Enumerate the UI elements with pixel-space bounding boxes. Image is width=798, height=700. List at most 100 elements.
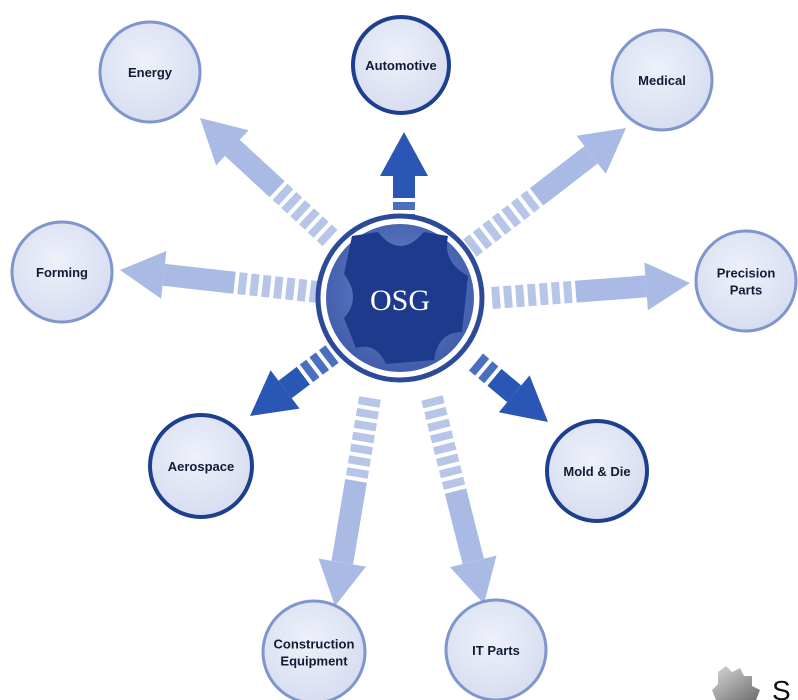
- arrow-segment: [273, 276, 284, 299]
- arrow-segment: [463, 234, 483, 257]
- arrow-segment: [357, 396, 381, 408]
- logo-text: OSG: [370, 284, 430, 317]
- node-energy[interactable]: Energy: [98, 20, 202, 124]
- arrow-segment: [563, 281, 573, 304]
- more-indicator-label: S: [772, 675, 791, 700]
- node-circle: [444, 598, 548, 700]
- arrow-segment: [319, 345, 339, 368]
- arrow-segment: [441, 476, 466, 490]
- node-label: Parts: [730, 283, 763, 298]
- arrow-head: [120, 251, 167, 299]
- arrow-segment: [520, 190, 541, 213]
- arrow-segment: [478, 361, 499, 384]
- precision-parts-arrow: [491, 262, 690, 311]
- construction-equipment-arrow: [318, 396, 381, 606]
- node-aerospace[interactable]: Aerospace: [148, 413, 254, 519]
- arrow-shaft: [224, 139, 285, 198]
- arrow-segment: [309, 352, 330, 375]
- node-forming[interactable]: Forming: [10, 220, 114, 324]
- arrow-segment: [510, 197, 531, 221]
- arrow-segment: [351, 431, 375, 444]
- energy-arrow: [200, 118, 338, 247]
- arrow-segment: [299, 208, 320, 230]
- arrow-segment: [439, 465, 463, 479]
- arrow-segment: [261, 274, 272, 298]
- arrow-head: [450, 555, 497, 604]
- node-circle: [694, 229, 798, 333]
- forming-arrow: [120, 251, 320, 303]
- arrow-head: [644, 262, 690, 311]
- node-label: Aerospace: [168, 459, 234, 474]
- arrow-shaft: [529, 146, 598, 206]
- arrow-segment: [249, 273, 260, 297]
- node-circle: [98, 20, 202, 124]
- arrow-head: [380, 132, 428, 176]
- arrow-head: [576, 128, 626, 174]
- arrow-shaft: [331, 479, 367, 565]
- arrow-segment: [349, 443, 373, 455]
- node-label: Medical: [638, 73, 686, 88]
- node-circle: [10, 220, 114, 324]
- mold-die-arrow: [469, 353, 548, 422]
- arrow-segment: [290, 200, 311, 222]
- arrow-segment: [491, 286, 501, 309]
- arrow-segment: [237, 272, 248, 295]
- node-label: Mold & Die: [563, 464, 630, 479]
- node-circle: [610, 28, 714, 132]
- arrow-segment: [285, 277, 296, 301]
- node-circle: [261, 599, 367, 700]
- arrow-segment: [539, 282, 549, 306]
- arrow-segment: [503, 285, 513, 309]
- more-indicator[interactable]: S: [712, 666, 791, 700]
- arrow-segment: [316, 224, 338, 247]
- node-it-parts[interactable]: IT Parts: [444, 598, 548, 700]
- arrow-segment: [347, 455, 371, 467]
- arrow-head: [250, 370, 300, 416]
- arrow-segment: [296, 278, 308, 302]
- arrow-segment: [427, 418, 451, 432]
- arrow-segment: [272, 183, 294, 206]
- node-mold-die[interactable]: Mold & Die: [545, 419, 649, 523]
- center-hub: OSG: [315, 213, 485, 383]
- arrow-segment: [551, 281, 561, 305]
- arrow-segment: [281, 191, 303, 214]
- arrow-segment: [436, 453, 460, 467]
- arrow-segment: [345, 467, 369, 479]
- arrow-segment: [433, 441, 457, 455]
- arrow-segment: [472, 227, 493, 250]
- arrow-segment: [299, 359, 320, 383]
- arrow-segment: [355, 408, 379, 420]
- arrow-shaft: [278, 366, 310, 399]
- arrow-shaft: [393, 176, 415, 198]
- arrow-segment: [501, 205, 522, 228]
- node-label: Equipment: [280, 654, 348, 669]
- automotive-arrow: [380, 132, 428, 222]
- arrow-segment: [491, 212, 512, 235]
- arrow-head: [318, 558, 366, 606]
- arrow-shaft: [162, 263, 236, 294]
- node-label: Construction: [274, 637, 355, 652]
- node-label: Automotive: [365, 58, 437, 73]
- node-label: Energy: [128, 65, 173, 80]
- arrow-segment: [482, 219, 503, 243]
- node-automotive[interactable]: Automotive: [351, 15, 451, 115]
- arrow-head: [200, 118, 249, 166]
- arrow-segment: [430, 430, 454, 444]
- arrow-head: [498, 375, 548, 422]
- node-circle: [148, 413, 254, 519]
- arrow-segment: [424, 406, 448, 421]
- node-medical[interactable]: Medical: [610, 28, 714, 132]
- aerospace-arrow: [250, 345, 339, 416]
- arrow-shaft: [487, 368, 522, 403]
- medical-arrow: [463, 128, 626, 257]
- arrow-segment: [307, 216, 329, 238]
- node-circle: [351, 15, 451, 115]
- arrow-segment: [527, 283, 537, 307]
- it-parts-arrow: [421, 395, 497, 604]
- node-label: Precision: [717, 266, 776, 281]
